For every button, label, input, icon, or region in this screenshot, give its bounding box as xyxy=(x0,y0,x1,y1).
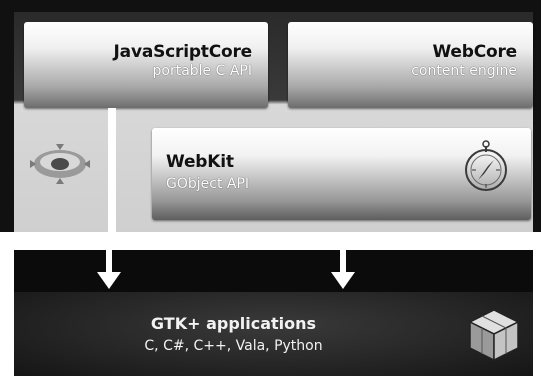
javascriptcore-title: JavaScriptCore xyxy=(113,42,253,62)
gear-icon xyxy=(30,144,90,184)
arrow-down-icon xyxy=(97,232,121,289)
frame-left xyxy=(0,0,14,232)
cube-icon xyxy=(468,309,520,362)
gtk-applications-box: GTK+ applications C, C#, C++, Vala, Pyth… xyxy=(14,292,533,376)
connector-band xyxy=(14,250,533,292)
webkit-box: WebKit GObject API xyxy=(152,128,531,220)
webcore-subtitle: content engine xyxy=(411,63,517,79)
webcore-title: WebCore xyxy=(432,42,517,62)
javascriptcore-subtitle: portable C API xyxy=(152,63,253,79)
compass-icon xyxy=(465,140,507,191)
frame-top xyxy=(0,0,541,12)
webcore-box: WebCore content engine xyxy=(288,22,533,108)
javascriptcore-box: JavaScriptCore portable C API xyxy=(24,22,268,108)
vertical-connector xyxy=(108,108,116,232)
webkit-subtitle: GObject API xyxy=(166,176,250,192)
bottom-margin xyxy=(0,376,541,384)
frame-right xyxy=(533,0,541,232)
gtk-title: GTK+ applications xyxy=(150,314,317,333)
gtk-languages: C, C#, C++, Vala, Python xyxy=(144,338,323,354)
webkit-title: WebKit xyxy=(166,152,234,172)
arrow-down-icon xyxy=(331,232,355,289)
